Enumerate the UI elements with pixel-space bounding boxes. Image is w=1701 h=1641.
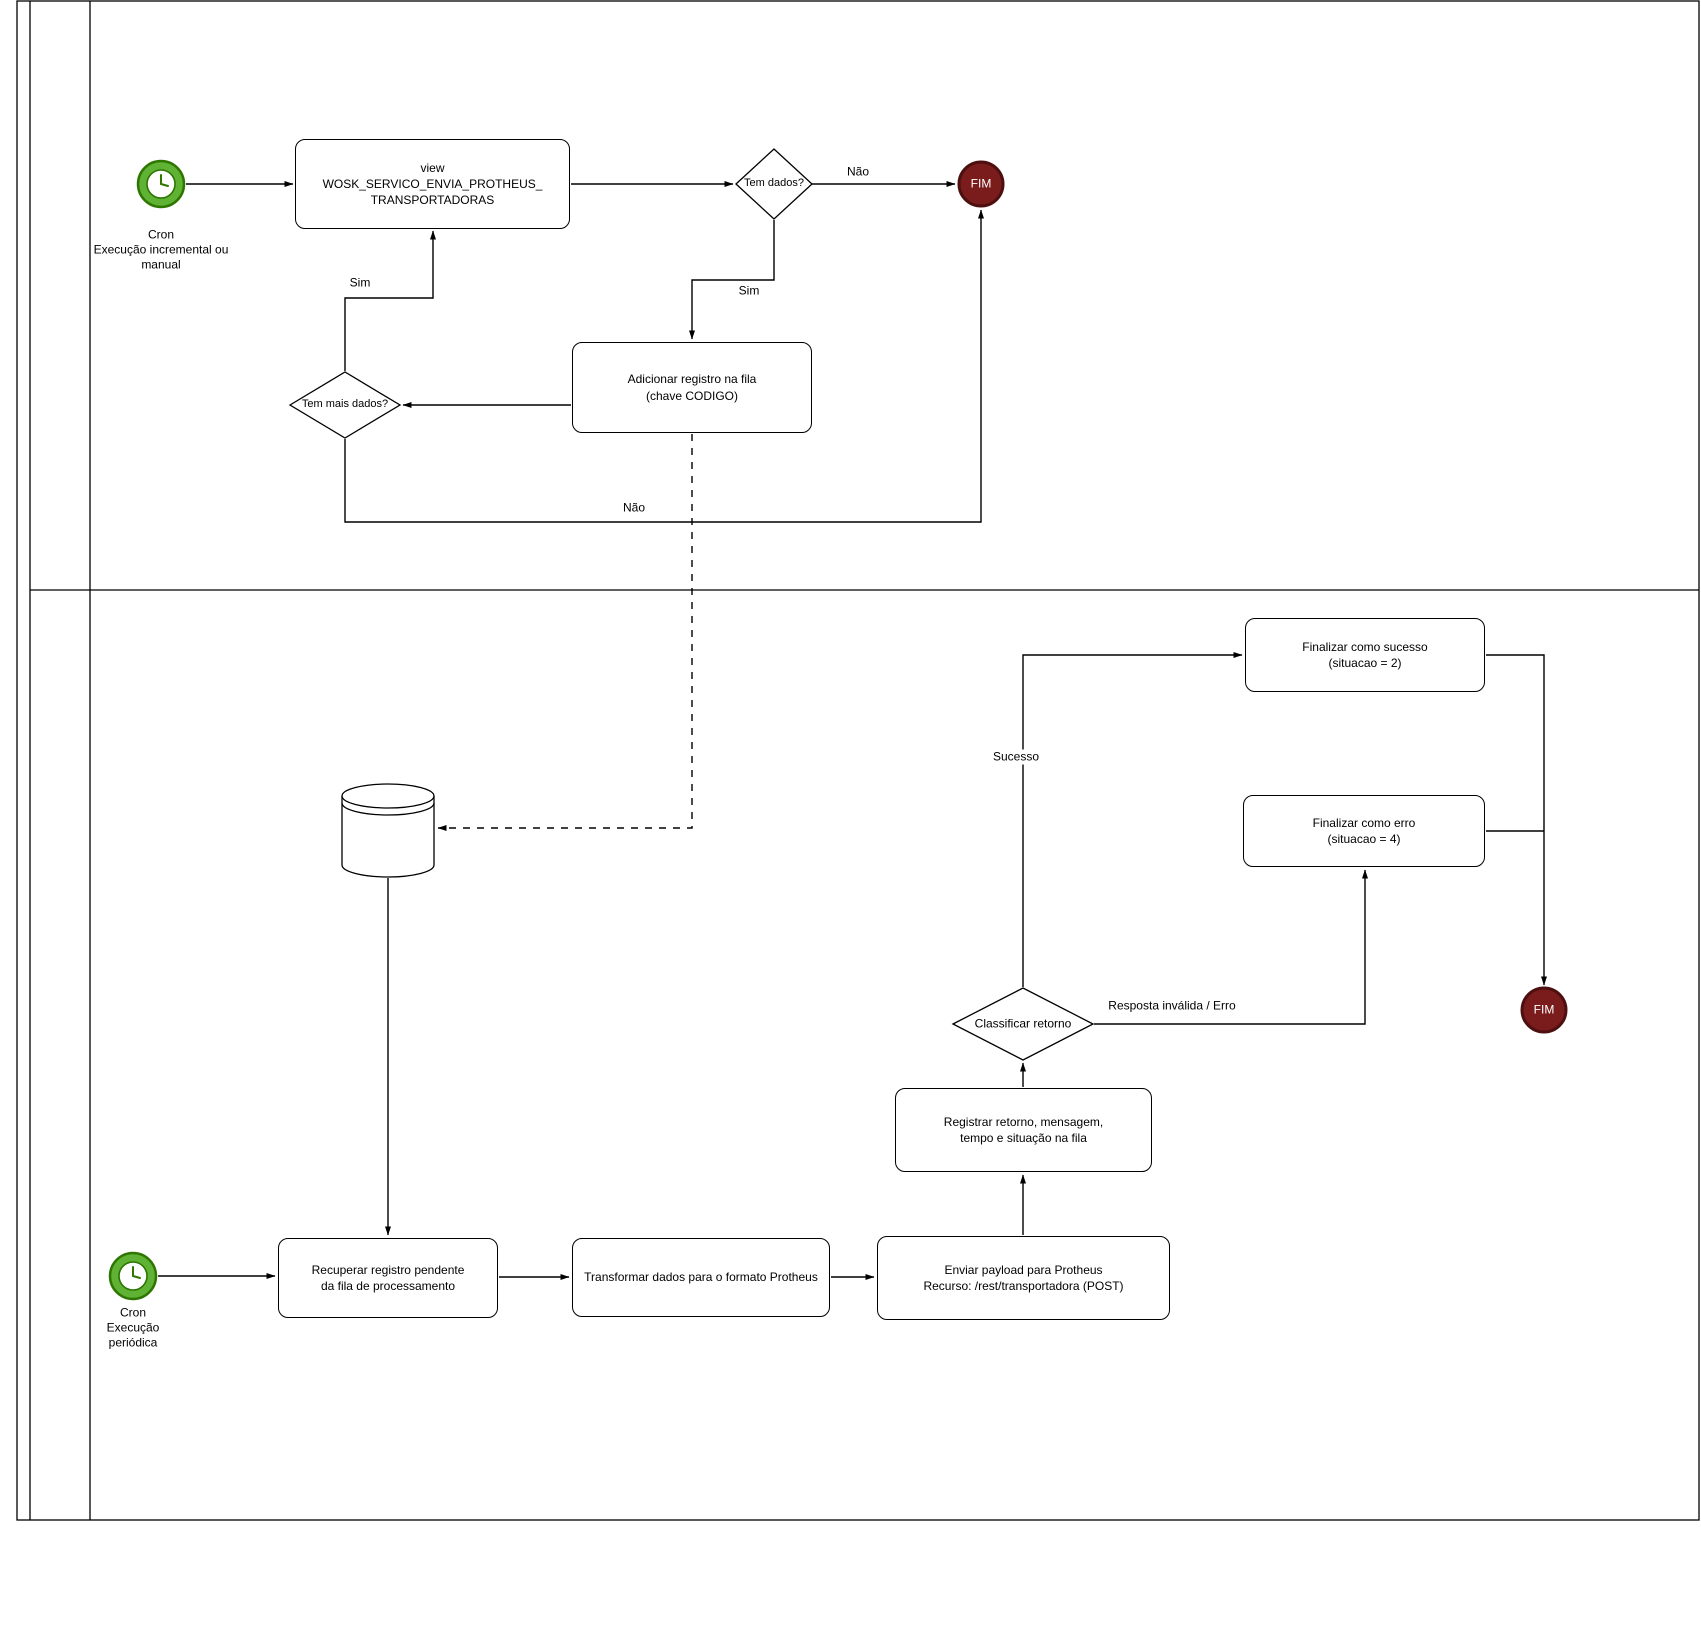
edge-label-sim-right: Sim — [735, 283, 763, 299]
start-incremental-label: Cron Execução incremental ou manual — [93, 227, 229, 272]
diamond-label-tem-mais-dados: Tem mais dados? — [301, 398, 389, 411]
edge-classificar-to-sucesso — [1022, 652, 1243, 987]
start-periodic-label: Cron Execução periódica — [106, 1305, 160, 1350]
edge-label-sucesso: Sucesso — [989, 749, 1043, 765]
diamond-label-classificar-retorno: Classificar retorno — [974, 1016, 1072, 1031]
decision-diamonds — [288, 148, 1095, 1061]
node-transformar-dados: Transformar dados para o formato Protheu… — [572, 1238, 830, 1317]
node-finalizar-erro: Finalizar como erro (situacao = 4) — [1243, 795, 1485, 867]
diamond-tem-dados — [735, 148, 813, 220]
timer-start-incremental-icon — [136, 159, 186, 209]
swimlane-pool — [16, 0, 1700, 1521]
node-registrar-retorno: Registrar retorno, mensagem, tempo e sit… — [895, 1088, 1152, 1172]
timer-start-periodic-icon — [108, 1251, 158, 1301]
edge-label-nao-bottom: Não — [619, 500, 649, 516]
edge-temmais-to-fim — [344, 209, 984, 523]
diamond-label-tem-dados: Tem dados? — [744, 177, 804, 190]
diamond-classificar-retorno — [951, 987, 1095, 1061]
edge-label-sim-left: Sim — [346, 275, 374, 291]
edge-temmais-to-view — [344, 230, 436, 371]
end-event-top-circle — [957, 160, 1005, 208]
pool-border — [16, 0, 1700, 1521]
edge-sucesso-to-fim — [1486, 654, 1547, 986]
edge-adicionar-to-datastore-dashed — [437, 434, 693, 831]
edge-label-nao-top: Não — [843, 164, 873, 180]
edge-classificar-to-erro — [1094, 869, 1368, 1025]
datastore-cylinder — [341, 783, 435, 878]
node-finalizar-sucesso: Finalizar como sucesso (situacao = 2) — [1245, 618, 1485, 692]
end-event-top-label: FIM — [970, 176, 992, 191]
end-event-bottom-label: FIM — [1533, 1002, 1555, 1017]
connectors — [158, 181, 1547, 1280]
diamond-tem-mais-dados — [288, 371, 402, 439]
node-enviar-payload: Enviar payload para Protheus Recurso: /r… — [877, 1236, 1170, 1320]
edge-temdados-to-adicionar — [689, 220, 775, 340]
node-adicionar-registro-fila: Adicionar registro na fila (chave CODIGO… — [572, 342, 812, 433]
node-view-wosk-servico: view WOSK_SERVICO_ENVIA_PROTHEUS_ TRANSP… — [295, 139, 570, 229]
edge-label-resposta-invalida: Resposta inválida / Erro — [1105, 998, 1239, 1014]
end-event-bottom-circle — [1520, 986, 1568, 1034]
node-recuperar-registro: Recuperar registro pendente da fila de p… — [278, 1238, 498, 1318]
